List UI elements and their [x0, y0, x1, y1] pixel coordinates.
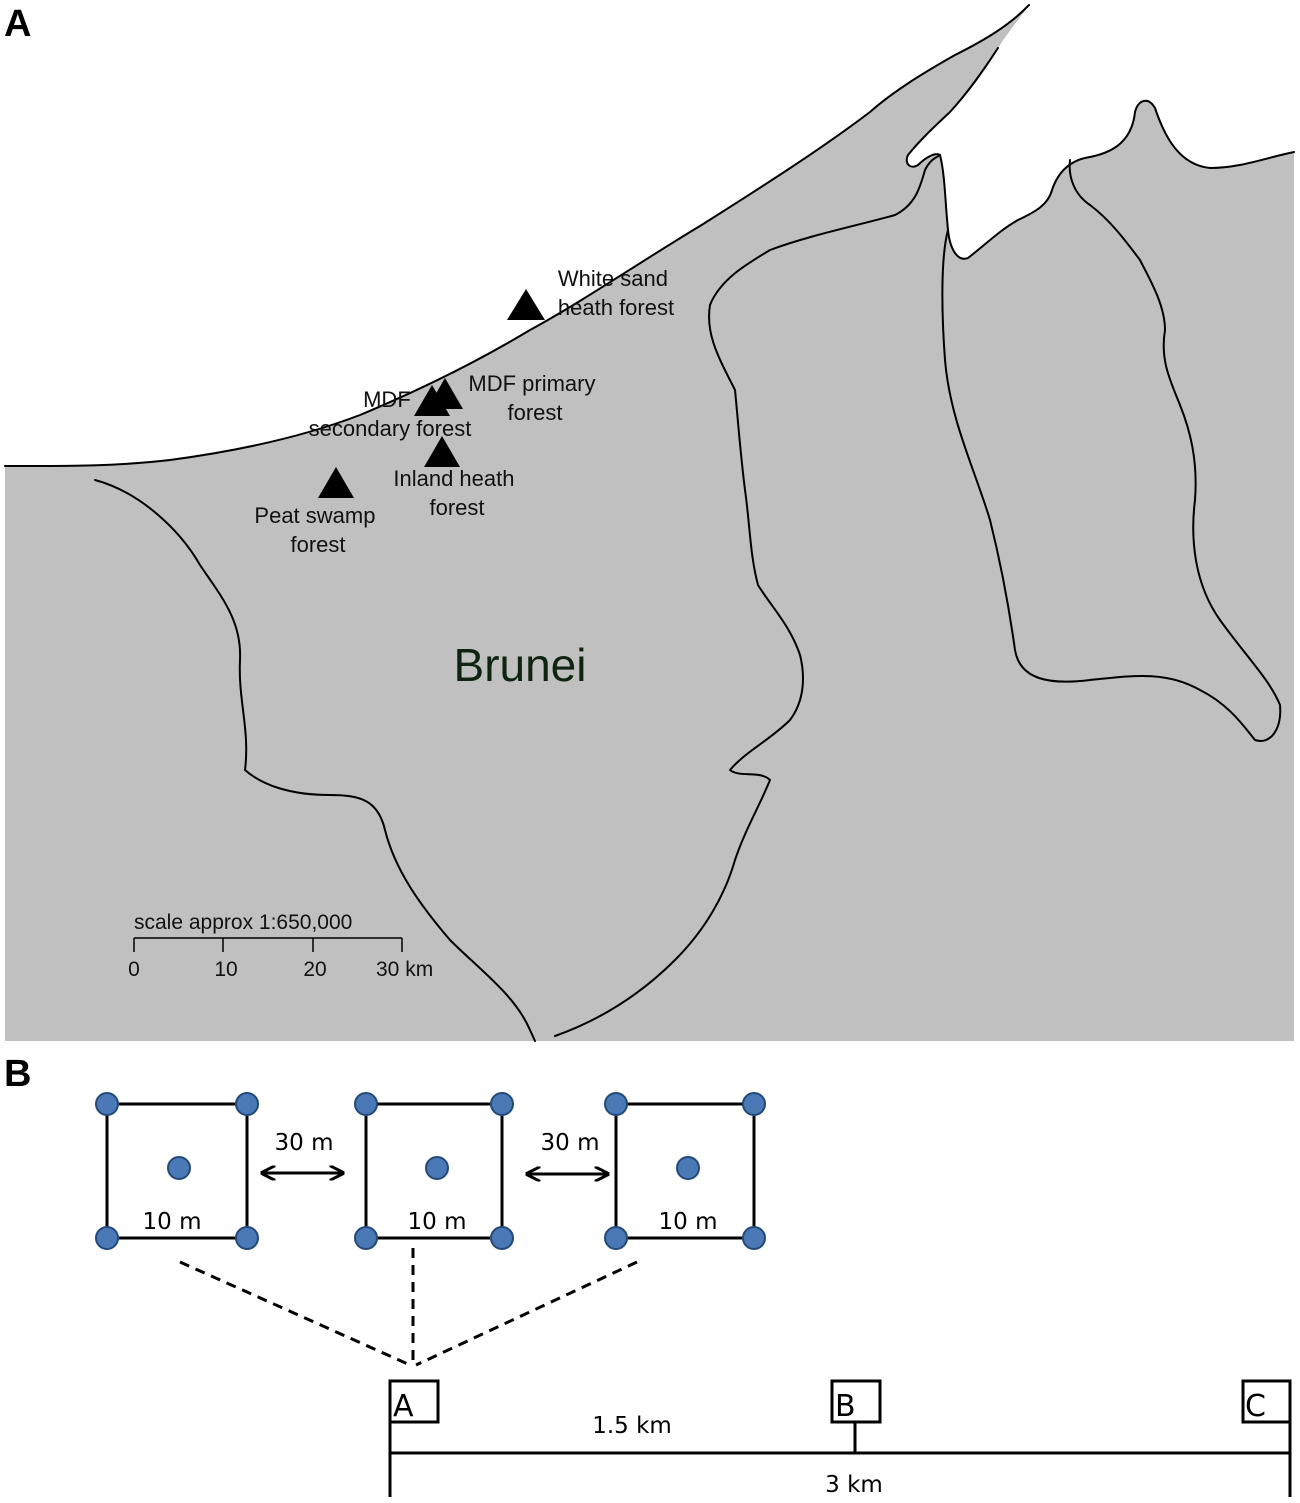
site-marker-mdf-secondary [414, 385, 450, 416]
transect: A B C 1.5 km 3 km [388, 1379, 1292, 1498]
sample-dot [604, 1092, 628, 1116]
spacing-label-2: 30 m [541, 1130, 600, 1156]
bay-coastline [905, 47, 1295, 260]
panel-a-letter: A [4, 3, 31, 45]
scale-tick-30: 30 km [376, 958, 433, 981]
sample-dot [95, 1226, 119, 1250]
bay-area [906, 5, 1294, 259]
half-length-label: 1.5 km [592, 1413, 672, 1439]
scale-tick-20: 20 [303, 958, 326, 981]
panel-b-letter: B [4, 1053, 31, 1095]
sample-dot [167, 1156, 191, 1180]
sample-dot [354, 1226, 378, 1250]
plot-size-label: 10 m [143, 1209, 202, 1235]
plot-size-label: 10 m [408, 1209, 467, 1235]
sample-dot [742, 1092, 766, 1116]
site-label-mdf-secondary: MDF secondary forest [309, 387, 472, 441]
sample-dot [235, 1092, 259, 1116]
sample-dot [95, 1092, 119, 1116]
scale-bar: scale approx 1:650,000 0 10 20 30 km [128, 911, 433, 981]
sample-dot [490, 1092, 514, 1116]
border-west [94, 479, 536, 1042]
sample-dot [490, 1226, 514, 1250]
sample-dot [676, 1156, 700, 1180]
sample-dot [235, 1226, 259, 1250]
site-label-peat-swamp: Peat swamp forest [254, 503, 381, 557]
country-label: Brunei [454, 639, 587, 691]
transect-point-b [830, 1379, 882, 1424]
spacing-label-1: 30 m [275, 1130, 334, 1156]
site-marker-peat-swamp [318, 467, 354, 498]
panel-a: White sand heath forest MDF primary fore… [4, 3, 1295, 1042]
sample-dot [354, 1092, 378, 1116]
site-marker-inland-heath [424, 436, 460, 467]
site-marker-white-sand [507, 289, 545, 320]
plot-3: 10 m [604, 1092, 766, 1250]
site-label-inland-heath: Inland heath forest [393, 466, 520, 520]
transect-point-a [388, 1379, 440, 1424]
coastline [4, 4, 1030, 468]
scale-title: scale approx 1:650,000 [134, 911, 352, 934]
transect-point-c-label: C [1245, 1389, 1266, 1424]
total-length-label: 3 km [825, 1472, 883, 1498]
connector-lines [179, 1248, 638, 1367]
transect-point-c [1241, 1379, 1292, 1424]
panel-b: B 10 m 10 m [4, 1053, 1292, 1498]
plot-1: 10 m [95, 1092, 259, 1250]
sample-dot [742, 1226, 766, 1250]
plot-size-label: 10 m [659, 1209, 718, 1235]
transect-point-b-label: B [835, 1389, 856, 1424]
border-temburong [941, 159, 1282, 742]
border-east [554, 154, 941, 1037]
site-label-white-sand: White sand heath forest [558, 266, 674, 320]
sea-area [5, 5, 1029, 467]
scale-tick-0: 0 [128, 958, 140, 981]
plot-2: 10 m [354, 1092, 514, 1250]
sample-dot [604, 1226, 628, 1250]
scale-tick-10: 10 [214, 958, 237, 981]
sample-dot [425, 1156, 449, 1180]
site-label-mdf-primary: MDF primary forest [468, 371, 601, 425]
transect-point-a-label: A [393, 1389, 414, 1424]
